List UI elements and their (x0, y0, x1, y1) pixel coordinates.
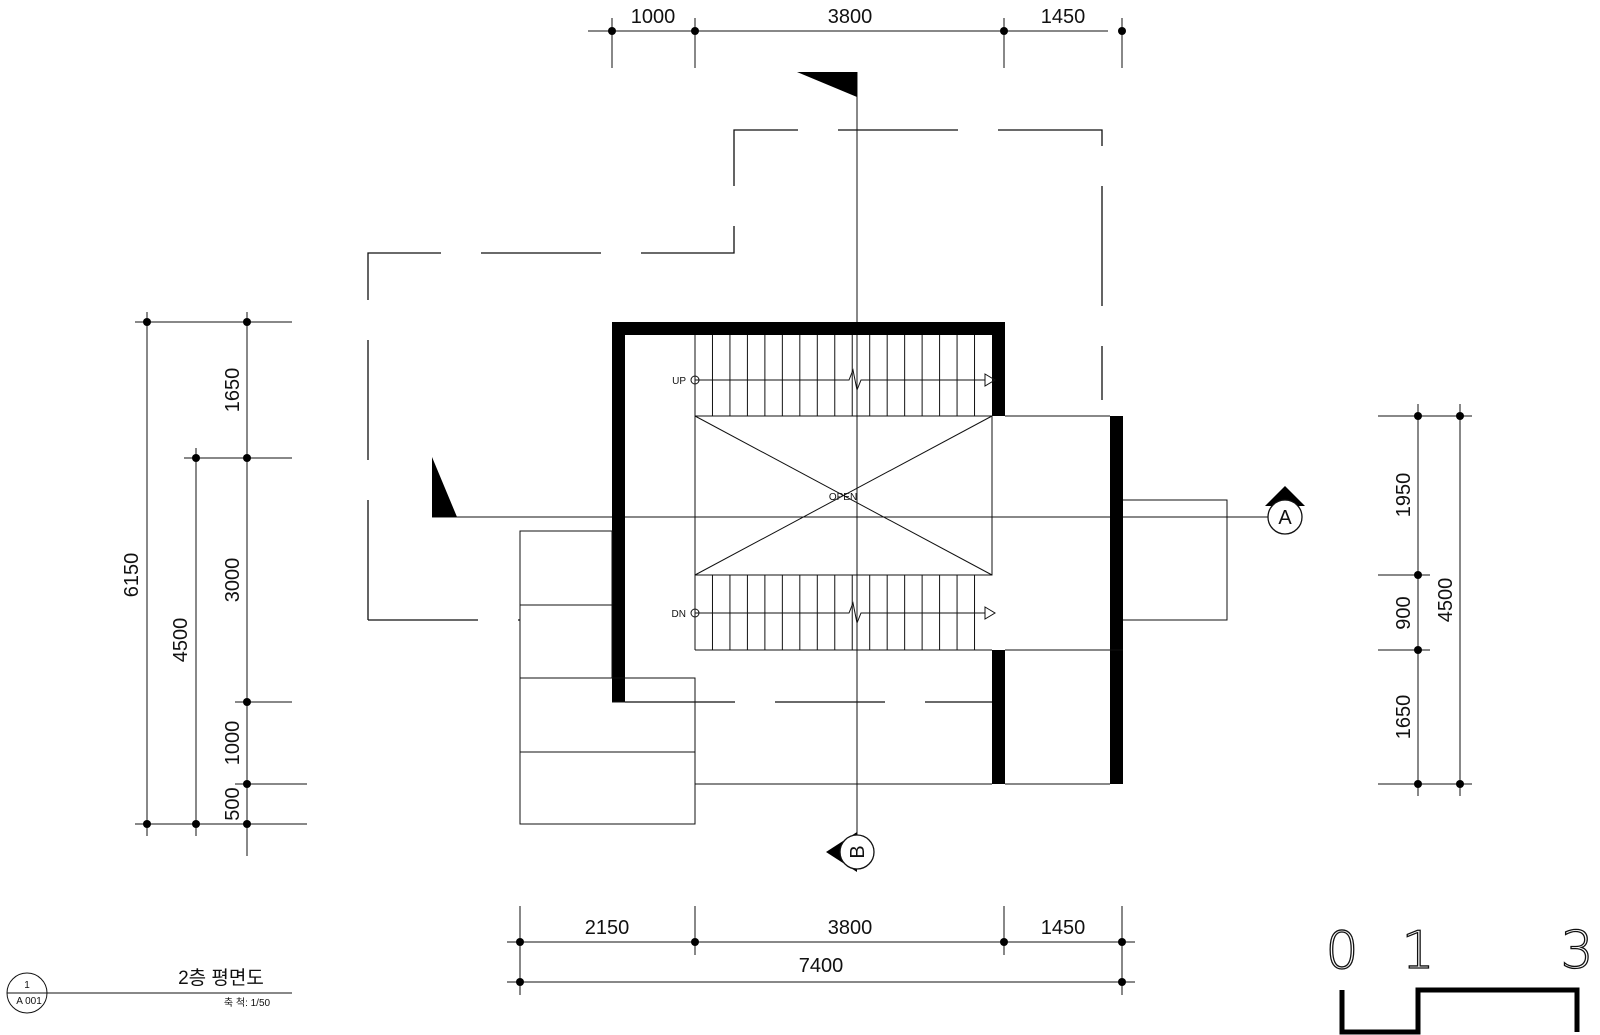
left-dim-500: 500 (222, 787, 244, 820)
top-dimension-chain: 1000 3800 1450 (588, 6, 1126, 68)
scale-mark-3: 3 (1560, 921, 1593, 981)
scale-mark-1: 1 (1401, 921, 1434, 981)
section-flag-top (797, 72, 857, 97)
stair-down-label: DN (672, 609, 686, 620)
open-void: OPEN (694, 415, 993, 576)
right-dimension-chains: 1950 900 1650 4500 (1378, 404, 1472, 796)
drawing-title: 2층 평면도 (178, 967, 264, 989)
left-dim-3000: 3000 (222, 558, 244, 603)
left-dim-4500: 4500 (170, 618, 192, 663)
left-dimension-chains: 6150 4500 1650 3000 1000 500 (121, 312, 307, 856)
stair-up: UP (672, 335, 996, 417)
bottom-dim-2150: 2150 (585, 917, 630, 939)
sheet-number: A 001 (16, 996, 42, 1007)
title-block: 1 A 001 2층 평면도 축 척: 1/50 (6, 967, 292, 1014)
walls (612, 322, 1123, 784)
bottom-dim-3800: 3800 (828, 917, 873, 939)
scale-bar: 0 1 3 (1325, 920, 1594, 1035)
left-dim-1000: 1000 (222, 721, 244, 766)
top-dim-2: 3800 (828, 6, 873, 28)
right-dim-1950: 1950 (1393, 473, 1415, 518)
section-arrow-a (1265, 486, 1305, 506)
top-dim-1: 1000 (631, 6, 676, 28)
section-line-b: B (797, 72, 875, 872)
stair-down: DN (672, 575, 996, 651)
left-dim-1650: 1650 (222, 368, 244, 413)
right-dim-4500: 4500 (1435, 578, 1457, 623)
section-line-a: A (432, 457, 1305, 535)
stair-up-label: UP (672, 376, 686, 387)
drawing-scale: 축 척: 1/50 (224, 997, 271, 1009)
section-marker-b: B (847, 845, 869, 858)
bottom-dimension-chains: 2150 3800 1450 7400 (507, 906, 1135, 995)
left-dim-6150: 6150 (121, 553, 143, 598)
top-dim-3: 1450 (1041, 6, 1086, 28)
bottom-dim-1450: 1450 (1041, 917, 1086, 939)
right-rooms (695, 415, 1228, 785)
drawing-number: 1 (24, 980, 30, 991)
exterior-stair (519, 530, 696, 825)
bottom-dim-7400: 7400 (799, 955, 844, 977)
section-flag-left (432, 457, 457, 517)
right-dim-1650: 1650 (1393, 695, 1415, 740)
void-label: OPEN (829, 492, 857, 503)
section-marker-a: A (1278, 507, 1292, 529)
right-dim-900: 900 (1393, 596, 1415, 629)
scale-mark-0: 0 (1325, 921, 1358, 981)
